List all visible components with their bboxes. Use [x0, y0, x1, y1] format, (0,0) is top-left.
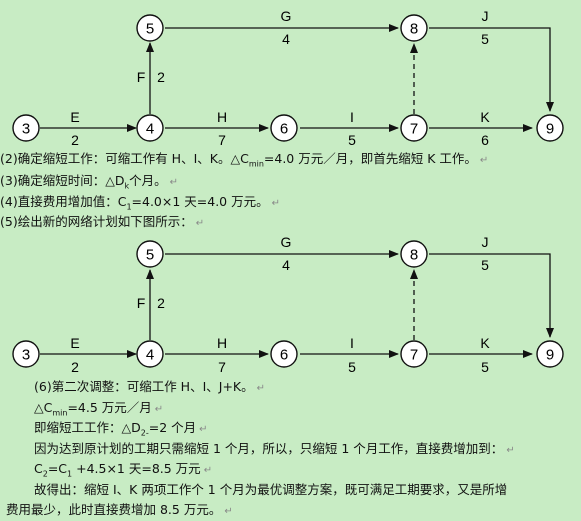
svg-text:3: 3 — [22, 121, 30, 138]
edge-h-name: H — [217, 335, 227, 351]
edge-h-name: H — [217, 109, 227, 125]
edge-h-duration: 7 — [218, 359, 226, 375]
svg-text:6: 6 — [280, 347, 288, 364]
step-2-line: (2)确定缩短工作：可缩工作有 H、I、K。△Cmin=4.0 万元／月，即首先… — [0, 151, 489, 169]
svg-text:9: 9 — [546, 347, 554, 364]
reason-line: 因为达到原计划的工期只需缩短 1 个月，所以，只缩短 1 个月工作，直接费增加到… — [34, 441, 515, 456]
step-5-line: (5)绘出新的网络计划如下图所示：↵ — [0, 214, 205, 229]
edge-j-duration: 5 — [481, 257, 489, 273]
shorten-line: 即缩短工工作：△D2-=2 个月↵ — [34, 420, 208, 438]
svg-text:7: 7 — [410, 347, 418, 364]
svg-text:5: 5 — [146, 247, 154, 264]
paragraph-mark-icon: ↵ — [199, 424, 208, 435]
edge-k-duration: 5 — [481, 359, 489, 375]
node-6: 6 — [270, 340, 298, 368]
svg-text:8: 8 — [410, 21, 418, 38]
edge-j — [429, 253, 554, 338]
paragraph-mark-icon: ↵ — [224, 506, 233, 517]
network-diagram-1: E 2 H 7 I 5 K 6 F 2 G 4 J 5 3 4 5 6 7 8 … — [0, 0, 581, 148]
node-8: 8 — [400, 14, 428, 42]
node-9: 9 — [536, 114, 564, 142]
edge-k-name: K — [480, 335, 490, 351]
svg-text:3: 3 — [22, 347, 30, 364]
formula-line: C2=C1 +4.5×1 天=8.5 万元↵ — [34, 461, 213, 479]
edge-e-duration: 2 — [71, 359, 79, 375]
svg-text:4: 4 — [146, 121, 154, 138]
edge-i-name: I — [350, 109, 354, 125]
edge-h-duration: 7 — [218, 132, 226, 148]
edge-f-name: F — [137, 295, 146, 311]
edge-g-name: G — [281, 8, 292, 24]
node-7: 7 — [400, 114, 428, 142]
cost-rate-line: △Cmin=4.5 万元／月↵ — [34, 400, 164, 418]
edge-i-duration: 5 — [348, 132, 356, 148]
paragraph-mark-icon: ↵ — [256, 383, 266, 394]
node-4: 4 — [136, 340, 164, 368]
conclusion-line-2: 费用最少，此时直接费增加 8.5 万元。↵ — [6, 502, 233, 517]
conclusion-line-1: 故得出：缩短 I、K 两项工作个 1 个月为最优调整方案，既可满足工期要求，又是… — [34, 482, 508, 497]
edge-g-duration: 4 — [282, 31, 290, 47]
edge-j-name: J — [482, 234, 489, 250]
node-4: 4 — [136, 114, 164, 142]
paragraph-mark-icon: ↵ — [271, 198, 281, 209]
node-3: 3 — [12, 340, 40, 368]
node-9: 9 — [536, 340, 564, 368]
edge-e-duration: 2 — [71, 132, 79, 148]
edge-f-name: F — [137, 69, 146, 85]
edge-j-duration: 5 — [481, 31, 489, 47]
svg-text:6: 6 — [280, 121, 288, 138]
paragraph-mark-icon: ↵ — [479, 155, 489, 166]
node-3: 3 — [12, 114, 40, 142]
svg-text:7: 7 — [410, 121, 418, 138]
edge-e-name: E — [70, 335, 79, 351]
node-7: 7 — [400, 340, 428, 368]
node-8: 8 — [400, 240, 428, 268]
edge-k-duration: 6 — [481, 132, 489, 148]
svg-text:5: 5 — [146, 21, 154, 38]
step-6-line: (6)第二次调整：可缩工作 H、I、J+K。↵ — [34, 379, 266, 394]
step-4-line: (4)直接费用增加值：C1=4.0×1 天=4.0 万元。↵ — [0, 194, 281, 212]
edge-g-duration: 4 — [282, 257, 290, 273]
edge-j-name: J — [482, 8, 489, 24]
network-diagram-2: E 2 H 7 I 5 K 5 F 2 G 4 J 5 3 4 5 6 7 8 … — [0, 232, 581, 377]
edge-i-name: I — [350, 335, 354, 351]
edge-g-name: G — [281, 234, 292, 250]
edge-f-duration: 2 — [157, 295, 165, 311]
edge-i-duration: 5 — [348, 359, 356, 375]
paragraph-mark-icon: ↵ — [169, 177, 178, 188]
node-5: 5 — [136, 14, 164, 42]
edge-f-duration: 2 — [157, 69, 165, 85]
edge-e-name: E — [70, 109, 79, 125]
paragraph-mark-icon: ↵ — [506, 445, 515, 456]
node-5: 5 — [136, 240, 164, 268]
paragraph-mark-icon: ↵ — [195, 218, 205, 229]
svg-text:9: 9 — [546, 121, 554, 138]
paragraph-mark-icon: ↵ — [154, 404, 164, 415]
node-6: 6 — [270, 114, 298, 142]
edge-j — [429, 27, 554, 112]
paragraph-mark-icon: ↵ — [203, 465, 213, 476]
svg-text:8: 8 — [410, 247, 418, 264]
edge-k-name: K — [480, 109, 490, 125]
step-3-line: (3)确定缩短时间：△Dk个月。↵ — [0, 173, 178, 191]
svg-text:4: 4 — [146, 347, 154, 364]
